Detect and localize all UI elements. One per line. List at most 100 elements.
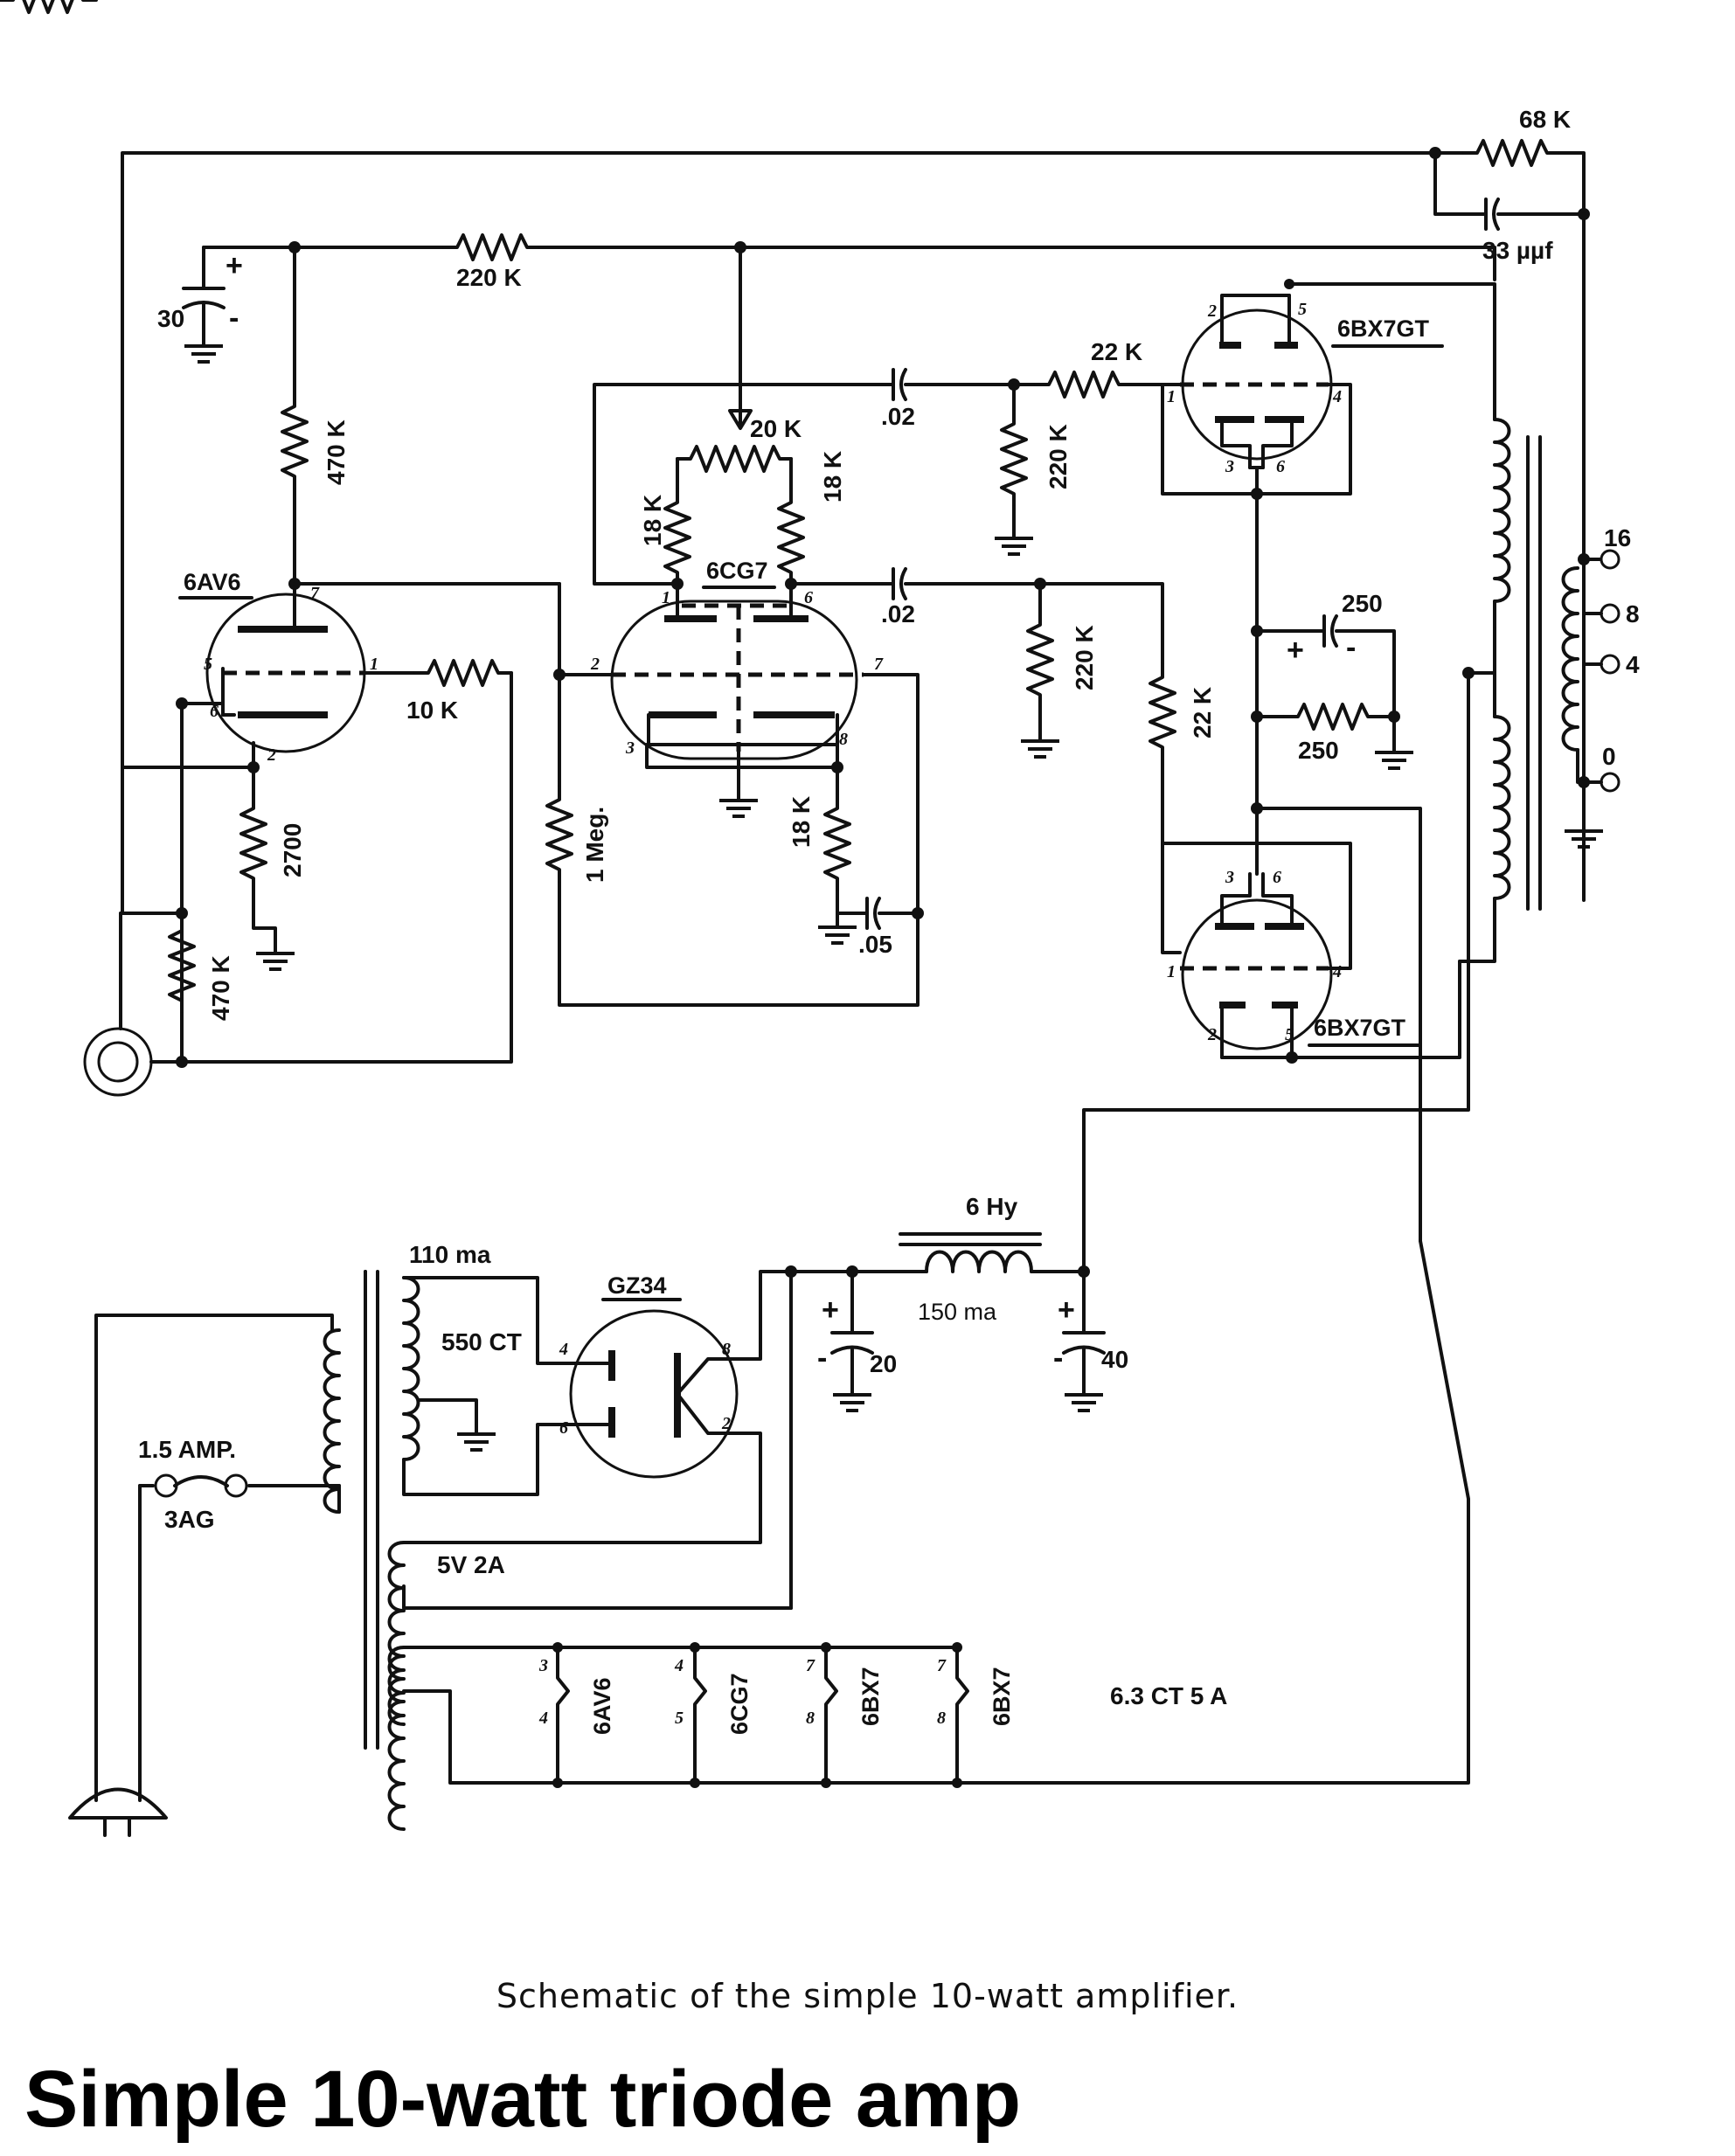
- svg-text:1: 1: [662, 588, 670, 607]
- output-tubes: 6BX7GT 2 5 1 4 3 6 6BX7GT 3 6 1 4 2 5: [1161, 279, 1496, 1243]
- fuse-type-label: 3AG: [164, 1506, 215, 1533]
- choke-label: 6 Hy: [966, 1193, 1018, 1220]
- svg-text:8: 8: [839, 730, 848, 749]
- filter-cap-20-label: 20: [870, 1350, 897, 1377]
- tube-label-6bx7gt-upper: 6BX7GT: [1337, 315, 1430, 342]
- speaker-tap-0[interactable]: [1600, 772, 1620, 793]
- svg-text:6CG7: 6CG7: [726, 1673, 753, 1735]
- heater-6av6: 3 4 6AV6: [538, 1642, 615, 1788]
- svg-text:7: 7: [310, 584, 320, 603]
- cathode-bypass-label: 250: [1342, 590, 1383, 617]
- tube-label-6av6: 6AV6: [184, 569, 241, 595]
- svg-text:+: +: [1058, 1293, 1075, 1327]
- input-jack[interactable]: [83, 912, 184, 1097]
- svg-text:4: 4: [538, 1709, 548, 1728]
- svg-text:-: -: [817, 1341, 827, 1375]
- tap-16-label: 16: [1604, 524, 1631, 551]
- choke-current-label: 150 ma: [918, 1299, 997, 1325]
- dropping-resistor-label: 220 K: [456, 264, 522, 291]
- power-plug[interactable]: [68, 1781, 168, 1837]
- cathode-cap-label: .05: [858, 931, 892, 958]
- svg-text:6: 6: [559, 1418, 568, 1438]
- grid-leak-top-label: 220 K: [1044, 424, 1072, 489]
- svg-text:7: 7: [937, 1656, 947, 1675]
- speaker-tap-4[interactable]: [1600, 654, 1620, 675]
- coupling-cap-top-label: .02: [881, 403, 915, 430]
- tube-label-6cg7: 6CG7: [706, 558, 768, 584]
- heater-6bx7-a: 7 8 6BX7: [806, 1642, 884, 1788]
- rect-filament-label: 5V 2A: [437, 1551, 505, 1578]
- ht-voltage-label: 550 CT: [441, 1328, 522, 1355]
- cathode-resistor-6cg7-label: 18 K: [788, 796, 815, 848]
- fuse[interactable]: [154, 1473, 248, 1498]
- amplifier-schematic: 68 K 33 µµf 220 K + - 30 470 K: [0, 0, 1640, 1837]
- grid-leak-bot-label: 220 K: [1071, 625, 1098, 690]
- speaker-tap-8[interactable]: [1600, 603, 1620, 624]
- plate-load-left-label: 18 K: [639, 495, 666, 546]
- svg-text:6: 6: [1276, 457, 1285, 476]
- plate-resistor-label: 470 K: [323, 419, 350, 485]
- plate-load-right-label: 18 K: [819, 451, 846, 503]
- svg-text:2: 2: [721, 1414, 731, 1433]
- cathode-resistor-output-label: 250: [1298, 737, 1339, 764]
- grid-resistor-label: 1 Meg.: [581, 807, 608, 883]
- svg-text:6AV6: 6AV6: [589, 1677, 615, 1735]
- svg-text:1: 1: [1167, 962, 1176, 981]
- power-supply: 1.5 AMP. 3AG 110 ma 550 CT GZ34 4 6 8 2: [68, 1193, 1470, 1837]
- svg-text:8: 8: [937, 1709, 946, 1728]
- svg-text:6BX7: 6BX7: [989, 1667, 1015, 1726]
- bplus-rail: 220 K + - 30: [157, 233, 1496, 364]
- stage-6av6: 470 K 10 K 6AV6 7 5 6 1 2 2700: [83, 246, 561, 1097]
- svg-text:5: 5: [675, 1709, 684, 1728]
- svg-text:+: +: [1287, 634, 1304, 667]
- tube-label-gz34: GZ34: [607, 1272, 667, 1299]
- svg-text:6: 6: [1273, 868, 1281, 887]
- svg-text:2: 2: [590, 655, 600, 674]
- heater-6cg7: 4 5 6CG7: [674, 1642, 753, 1788]
- decoupling-cap-label: 30: [157, 305, 184, 332]
- svg-text:8: 8: [722, 1340, 731, 1359]
- svg-text:2: 2: [1207, 1025, 1217, 1044]
- svg-text:4: 4: [1332, 387, 1342, 406]
- tap-0-label: 0: [1602, 743, 1616, 770]
- svg-text:7: 7: [874, 655, 884, 674]
- svg-text:5: 5: [204, 655, 212, 674]
- tube-gz34: [569, 1309, 739, 1479]
- svg-text:1: 1: [370, 655, 378, 674]
- svg-text:+: +: [822, 1293, 839, 1327]
- svg-text:5: 5: [1285, 1025, 1294, 1044]
- tube-6bx7gt-lower: [1181, 898, 1333, 1050]
- feedback-network: 68 K 33 µµf: [121, 106, 1590, 902]
- svg-text:4: 4: [674, 1656, 684, 1675]
- tap-4-label: 4: [1626, 651, 1640, 678]
- svg-text:3: 3: [538, 1656, 548, 1675]
- tube-label-6bx7gt-lower: 6BX7GT: [1314, 1015, 1406, 1041]
- svg-text:6: 6: [804, 588, 813, 607]
- heater-6bx7-b: 7 8 6BX7: [937, 1642, 1015, 1788]
- filter-cap-40-label: 40: [1101, 1346, 1128, 1373]
- svg-text:-: -: [1346, 631, 1356, 664]
- output-grid-network: .02 220 K 22 K .02 220 K 22 K: [0, 0, 1216, 845]
- grid-stopper-top-label: 22 K: [1091, 338, 1142, 365]
- svg-text:2: 2: [1207, 302, 1217, 321]
- svg-text:3: 3: [1225, 868, 1234, 887]
- tube-6cg7: [610, 600, 858, 760]
- svg-text:3: 3: [1225, 457, 1234, 476]
- speaker-tap-16[interactable]: [1600, 549, 1620, 570]
- output-transformer: 16 8 4 0: [1082, 212, 1640, 1273]
- svg-text:+: +: [226, 249, 243, 282]
- fuse-rating-label: 1.5 AMP.: [138, 1436, 236, 1463]
- coupling-cap-bot-label: .02: [881, 600, 915, 627]
- ht-current-label: 110 ma: [409, 1241, 491, 1268]
- page-title: Simple 10-watt triode amp: [24, 2055, 1022, 2144]
- cathode-resistor-label: 2700: [279, 823, 306, 877]
- svg-text:3: 3: [625, 738, 635, 758]
- balance-pot-label: 20 K: [750, 415, 802, 442]
- svg-text:6: 6: [210, 702, 219, 721]
- svg-text:8: 8: [806, 1709, 815, 1728]
- svg-text:4: 4: [1332, 962, 1342, 981]
- input-resistor-label: 470 K: [207, 955, 234, 1021]
- svg-text:-: -: [229, 302, 239, 335]
- feedback-resistor-label: 68 K: [1519, 106, 1571, 133]
- svg-text:4: 4: [559, 1340, 568, 1359]
